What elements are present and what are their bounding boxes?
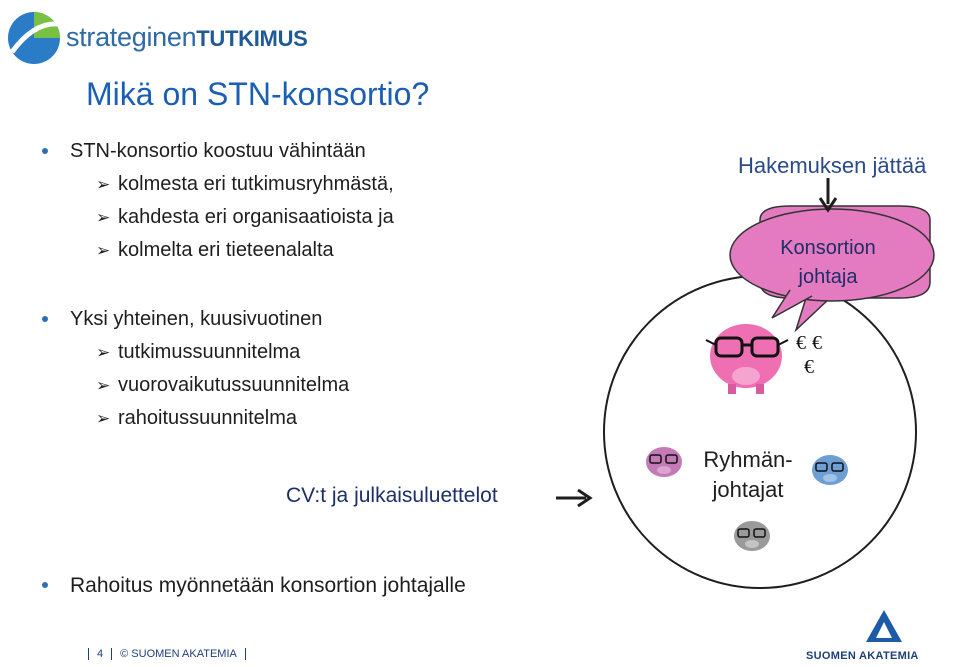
- bubble-label: Konsortion johtaja: [748, 234, 908, 292]
- bubble-line-2: johtaja: [798, 266, 858, 288]
- arrow-bullet-icon: ➢: [96, 409, 111, 428]
- speech-bubble-body: [729, 208, 935, 302]
- bullet-text: Yksi yhteinen, kuusivuotinen: [70, 308, 323, 330]
- strateginen-tutkimus-logo: [8, 12, 60, 64]
- sub-item-1: ➢ kolmesta eri tutkimusryhmästä,: [96, 173, 394, 196]
- group-leaders-line-2: johtajat: [712, 477, 784, 502]
- bullet-text: STN-konsortio koostuu vähintään: [70, 140, 366, 162]
- logo-text: strateginenTUTKIMUS: [66, 22, 308, 53]
- hakemus-label: Hakemuksen jättää: [738, 153, 927, 178]
- sub-item-text: rahoitussuunnitelma: [118, 407, 297, 429]
- sub-item-text: kolmelta eri tieteenalalta: [118, 239, 334, 261]
- sub-item-text: vuorovaikutussuunnitelma: [118, 374, 350, 396]
- bullet-plans: Yksi yhteinen, kuusivuotinen: [42, 308, 323, 331]
- sub-item-text: kahdesta eri organisaatioista ja: [118, 206, 394, 228]
- bullet-funding: Rahoitus myönnetään konsortion johtajall…: [42, 574, 466, 598]
- pig-grey-icon: [734, 521, 770, 551]
- sub-item-2: ➢ kahdesta eri organisaatioista ja: [96, 206, 394, 229]
- logo-part2: TUTKIMUS: [196, 26, 308, 51]
- sub-item-6: ➢ rahoitussuunnitelma: [96, 407, 297, 430]
- pig-leader-icon: [705, 324, 789, 394]
- group-leaders-label: Ryhmän- johtajat: [690, 445, 806, 505]
- arrow-bullet-icon: ➢: [96, 343, 111, 362]
- suomen-akatemia-logo-icon: [866, 610, 902, 642]
- group-leaders-line-1: Ryhmän-: [703, 447, 793, 472]
- footer-org: SUOMEN AKATEMIA: [131, 648, 237, 660]
- sub-item-5: ➢ vuorovaikutussuunnitelma: [96, 374, 350, 397]
- copyright-symbol: ©: [120, 648, 129, 660]
- arrow-bullet-icon: ➢: [96, 241, 111, 260]
- arrow-bullet-icon: ➢: [96, 376, 111, 395]
- euro-symbol-2: €: [812, 332, 822, 354]
- sub-item-4: ➢ tutkimussuunnitelma: [96, 341, 301, 364]
- sub-item-text: tutkimussuunnitelma: [118, 341, 301, 363]
- bullet-dot: [42, 582, 48, 588]
- bullet-dot: [42, 148, 48, 154]
- speech-bubble-tail: [772, 290, 812, 318]
- page-number: 4: [97, 648, 104, 660]
- logo-part1: strateginen: [66, 22, 197, 52]
- sub-item-3: ➢ kolmelta eri tieteenalalta: [96, 239, 334, 262]
- cv-label: CV:t ja julkaisuluettelot: [286, 484, 498, 507]
- bullet-text: Rahoitus myönnetään konsortion johtajall…: [70, 574, 466, 597]
- corner-logo-text: SUOMEN AKATEMIA: [806, 650, 919, 662]
- euro-symbol-1: €: [796, 332, 806, 354]
- bullet-dot: [42, 316, 48, 322]
- euro-symbol-3: €: [804, 356, 814, 378]
- pig-purple-icon: [646, 447, 682, 477]
- footer: 4 © SUOMEN AKATEMIA: [80, 648, 254, 661]
- bullet-consortium: STN-konsortio koostuu vähintään: [42, 140, 366, 163]
- arrow-bullet-icon: ➢: [96, 175, 111, 194]
- arrow-bullet-icon: ➢: [96, 208, 111, 227]
- slide-title: Mikä on STN-konsortio?: [86, 76, 430, 112]
- bubble-line-1: Konsortion: [780, 237, 876, 259]
- pig-blue-icon: [812, 455, 848, 485]
- sub-item-text: kolmesta eri tutkimusryhmästä,: [118, 173, 394, 195]
